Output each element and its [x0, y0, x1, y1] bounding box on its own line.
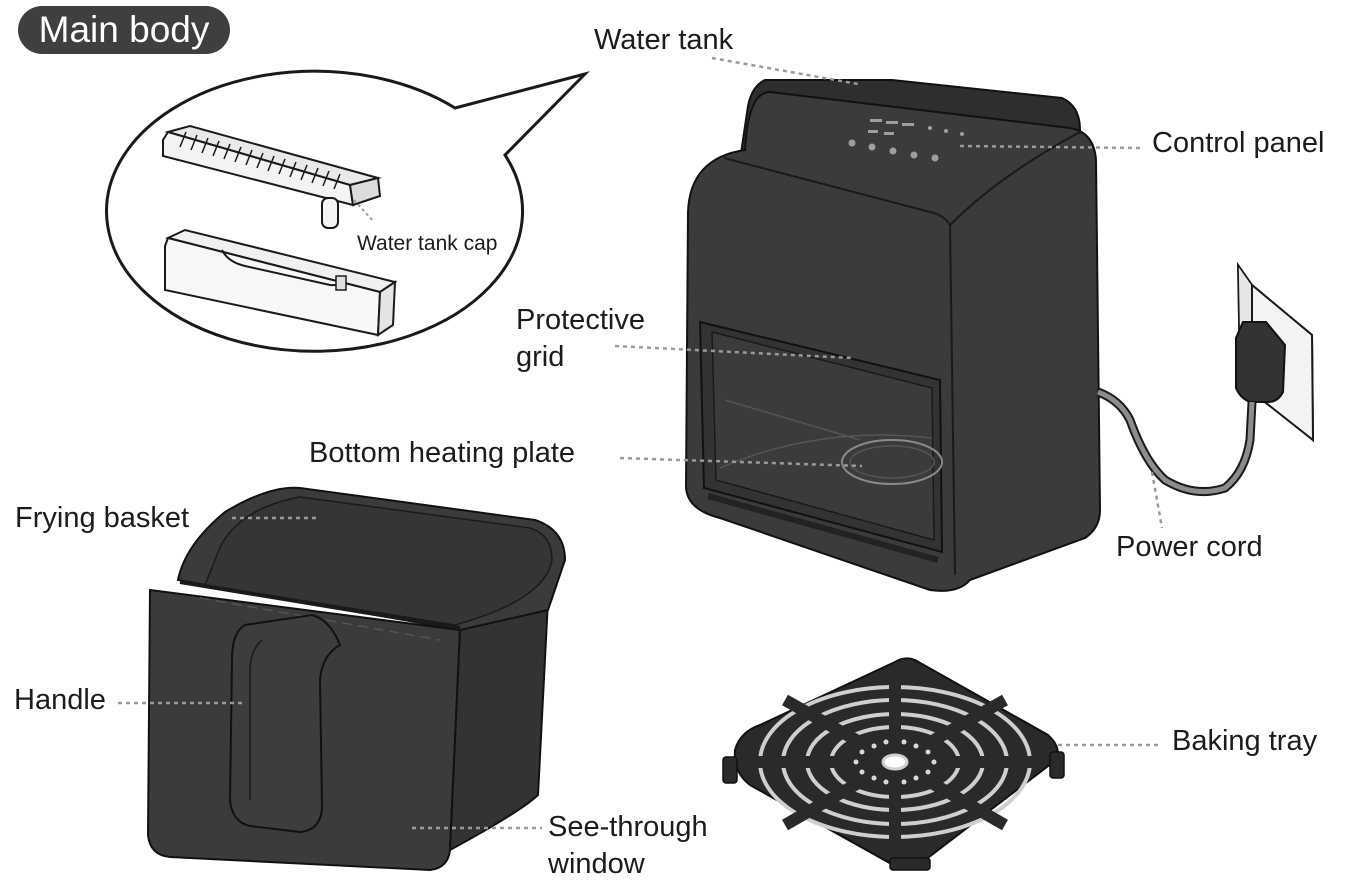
- leader-lines: [118, 56, 1164, 830]
- label-control-panel: Control panel: [1152, 127, 1325, 159]
- power-cord-illustration: [1096, 261, 1315, 497]
- label-see-through-window-line1: See-through: [548, 811, 708, 843]
- control-panel-illustration: [848, 119, 964, 162]
- air-fryer-main-body: [684, 79, 1102, 592]
- label-protective-grid-line2: grid: [516, 341, 565, 373]
- label-frying-basket: Frying basket: [15, 502, 190, 534]
- label-water-tank-cap: Water tank cap: [357, 232, 498, 255]
- water-tank-callout: [105, 69, 590, 353]
- baking-tray-illustration: [722, 657, 1065, 871]
- label-bottom-heating-plate: Bottom heating plate: [309, 437, 576, 469]
- water-tank-lid-illustration: [162, 124, 382, 229]
- label-handle: Handle: [14, 684, 106, 716]
- label-see-through-window-line2: window: [548, 848, 645, 880]
- section-title: Main body: [18, 6, 230, 54]
- water-tank-illustration: [164, 228, 398, 337]
- label-water-tank: Water tank: [594, 24, 734, 56]
- label-power-cord: Power cord: [1116, 531, 1263, 563]
- label-baking-tray: Baking tray: [1172, 725, 1318, 757]
- label-protective-grid-line1: Protective: [516, 304, 645, 336]
- frying-basket-illustration: [146, 486, 567, 872]
